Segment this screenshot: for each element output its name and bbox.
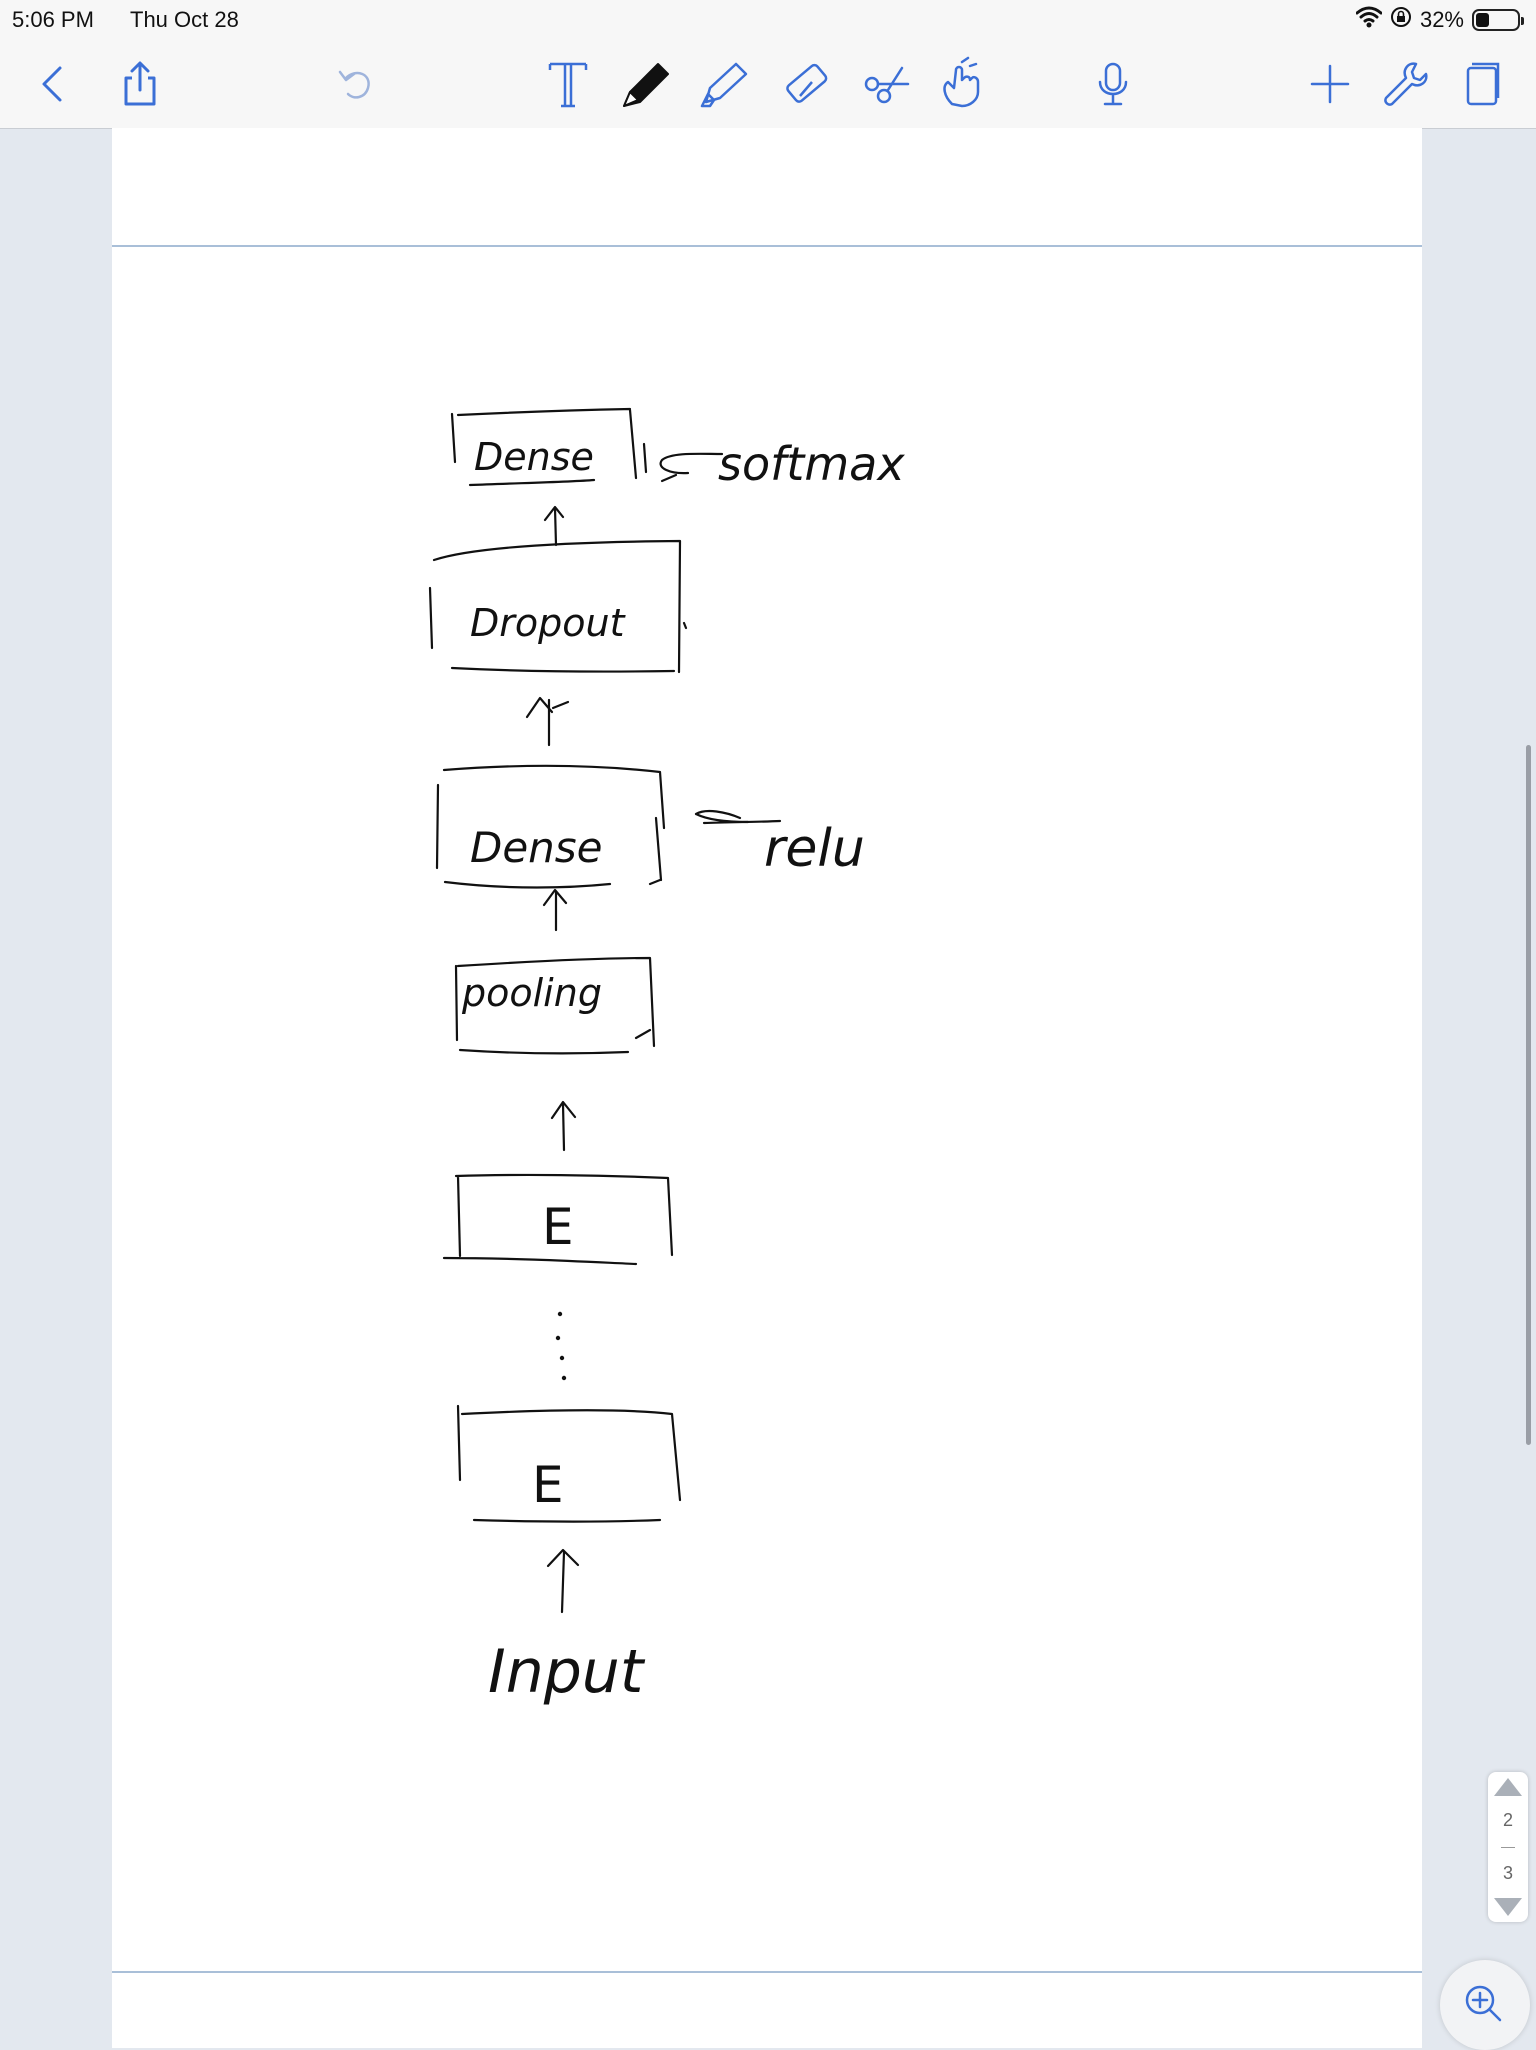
arrow-softmax xyxy=(642,442,724,483)
pages-icon[interactable] xyxy=(1452,54,1512,114)
battery-icon xyxy=(1472,9,1524,31)
eraser-icon[interactable] xyxy=(776,54,836,114)
page-total: 3 xyxy=(1502,1863,1513,1884)
arrow-2 xyxy=(525,696,570,747)
battery-percent: 32% xyxy=(1419,7,1464,32)
microphone-icon[interactable] xyxy=(1083,54,1143,114)
node-label-2: Dense xyxy=(470,823,603,872)
node-label-1: Dropout xyxy=(470,601,627,645)
page-break-bottom xyxy=(112,1971,1422,1973)
node-label-3: pooling xyxy=(461,971,602,1015)
status-date: Thu Oct 28 xyxy=(130,7,239,32)
status-right: 32% xyxy=(1355,6,1524,34)
page-navigator: 2 3 xyxy=(1488,1772,1528,1922)
highlighter-icon[interactable] xyxy=(694,54,754,114)
wrench-icon[interactable] xyxy=(1374,54,1434,114)
page-current: 2 xyxy=(1502,1809,1513,1830)
undo-icon[interactable] xyxy=(326,54,386,114)
orientation-lock-icon xyxy=(1390,6,1412,34)
arrow-4 xyxy=(550,1100,577,1152)
pen-icon[interactable] xyxy=(616,54,676,114)
toolbar xyxy=(0,40,1536,129)
arrow-1 xyxy=(543,505,565,547)
hand-icon[interactable] xyxy=(932,54,992,114)
status-time: 5:06 PM xyxy=(12,7,94,32)
share-icon[interactable] xyxy=(110,54,170,114)
arrow-relu xyxy=(694,809,782,825)
scissors-icon[interactable] xyxy=(856,54,916,114)
text-tool-icon[interactable] xyxy=(538,54,598,114)
page-break-top xyxy=(112,245,1422,247)
wifi-icon xyxy=(1355,6,1383,34)
dropout-box xyxy=(428,539,688,674)
status-bar: 5:06 PM Thu Oct 28 32% xyxy=(0,0,1536,40)
zoom-button[interactable] xyxy=(1440,1960,1530,2050)
node-label-4: E xyxy=(542,1198,574,1256)
node-label-0: Dense xyxy=(474,435,594,479)
page-down-icon[interactable] xyxy=(1494,1898,1522,1916)
dense-relu-box xyxy=(435,764,666,889)
dense-softmax-box xyxy=(450,407,638,487)
annotation-label-0: softmax xyxy=(718,437,905,491)
ellipsis-dots xyxy=(555,1311,567,1381)
annotation-label-1: relu xyxy=(764,819,865,879)
e-box-bottom xyxy=(456,1404,682,1523)
page-up-icon[interactable] xyxy=(1494,1778,1522,1796)
arrow-input xyxy=(546,1548,580,1614)
node-label-5: E xyxy=(532,1456,564,1514)
battery-level xyxy=(1476,13,1489,27)
notebook-page[interactable] xyxy=(112,128,1422,2048)
page-separator xyxy=(1501,1846,1515,1848)
scrollbar[interactable] xyxy=(1526,745,1531,1445)
input-label: Input xyxy=(488,1637,646,1707)
zoom-in-icon xyxy=(1465,1985,1502,2022)
plus-icon[interactable] xyxy=(1300,54,1360,114)
chevron-left-icon[interactable] xyxy=(22,54,82,114)
pooling-box xyxy=(454,956,656,1055)
e-box-top xyxy=(442,1173,674,1266)
arrow-3 xyxy=(542,888,568,932)
